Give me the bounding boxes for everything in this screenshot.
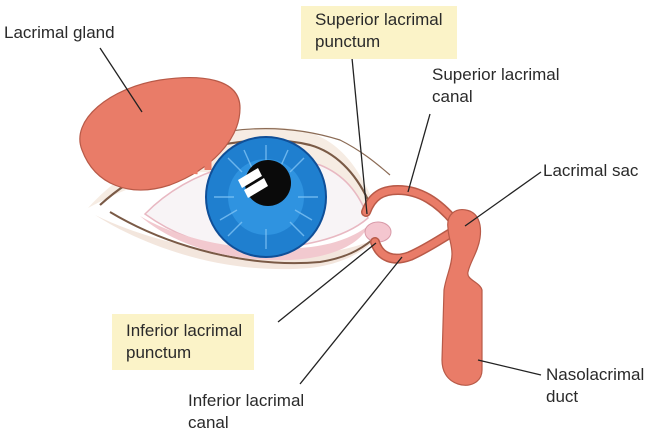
label-nasolacrimal-line2: duct [546, 387, 579, 406]
label-lacrimal-sac: Lacrimal sac [543, 160, 638, 182]
lacrimal-gland [79, 77, 241, 191]
label-superior-lacrimal-punctum: Superior lacrimal punctum [301, 6, 457, 59]
label-superior-lacrimal-canal: Superior lacrimal canal [432, 64, 560, 108]
lower-lash-line [109, 211, 373, 265]
lacrimal-sac [441, 209, 483, 386]
iris-fibers [214, 145, 318, 249]
label-nasolacrimal-duct: Nasolacrimal duct [546, 364, 644, 408]
label-lacrimal-sac-text: Lacrimal sac [543, 161, 639, 180]
inferior-lacrimal-canal-fill [371, 226, 460, 263]
label-lacrimal-gland-text: Lacrimal gland [4, 23, 115, 42]
leader-lines [99, 47, 542, 385]
label-superior-canal-line1: Superior lacrimal [432, 65, 560, 84]
label-inferior-lacrimal-punctum: Inferior lacrimal punctum [112, 314, 255, 370]
label-inferior-punctum-line1: Inferior lacrimal [126, 321, 243, 340]
lower-lid-rim [140, 216, 368, 261]
label-lacrimal-gland: Lacrimal gland [4, 22, 115, 44]
label-superior-punctum-line1: Superior lacrimal [315, 10, 443, 29]
gland-ducts [134, 136, 212, 179]
superior-lacrimal-canal-fill [362, 186, 459, 226]
label-nasolacrimal-line1: Nasolacrimal [546, 365, 645, 384]
label-inferior-lacrimal-canal: Inferior lacrimal canal [188, 390, 304, 434]
label-superior-punctum-line2: punctum [315, 32, 381, 51]
pupil [245, 160, 291, 206]
label-inferior-canal-line1: Inferior lacrimal [188, 391, 305, 410]
eye-reflection [238, 168, 268, 198]
label-inferior-punctum-line2: punctum [126, 343, 192, 362]
label-superior-canal-line2: canal [432, 87, 473, 106]
label-inferior-canal-line2: canal [188, 413, 229, 432]
